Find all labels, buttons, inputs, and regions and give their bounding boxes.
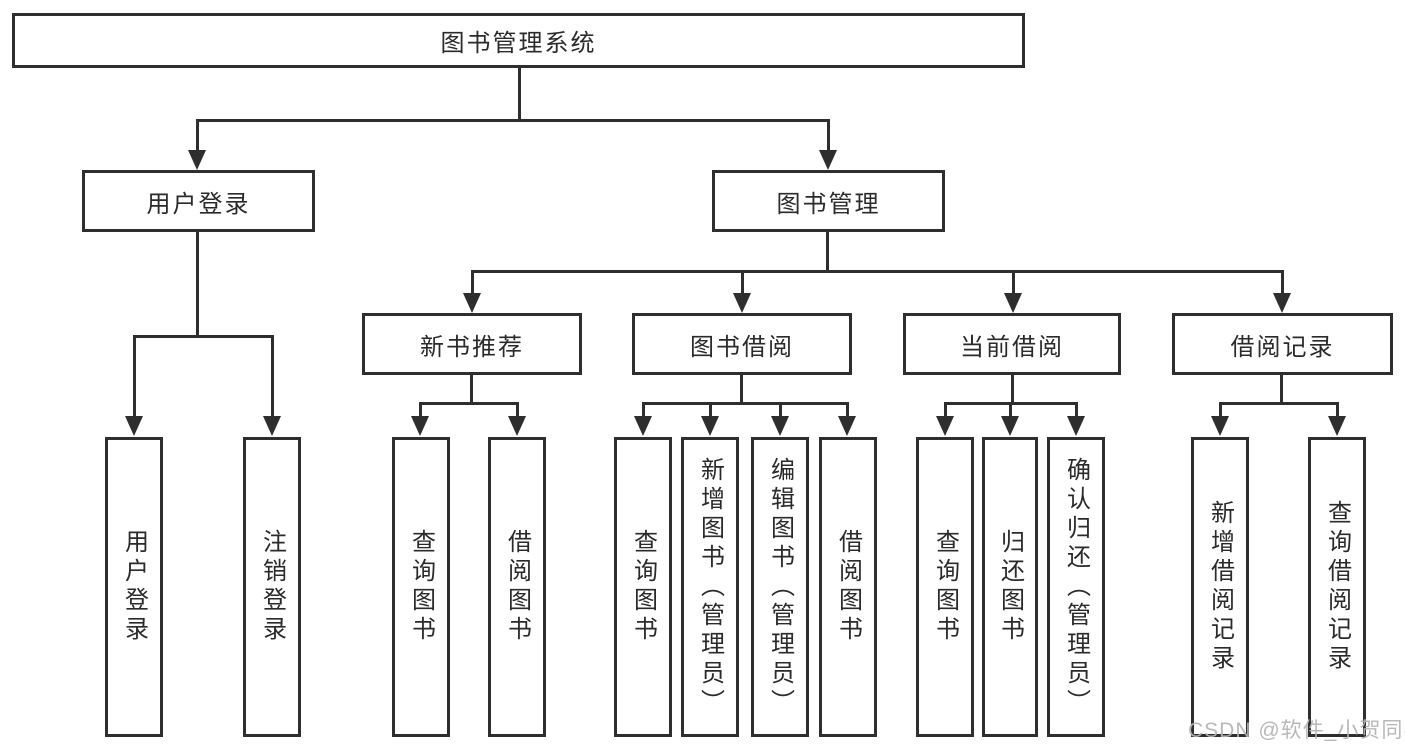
node-label: 图书借阅 bbox=[690, 333, 794, 361]
arrowhead-down-icon bbox=[733, 293, 751, 313]
leaf-label: 归还图书 bbox=[996, 529, 1024, 645]
connector-line bbox=[516, 402, 519, 417]
arrowhead-down-icon bbox=[463, 293, 481, 313]
leaf-label: 查询图书 bbox=[407, 529, 435, 645]
leaf-label: 编辑图书（管理员） bbox=[766, 456, 794, 718]
connector-line bbox=[1075, 402, 1078, 417]
connector-line bbox=[1219, 402, 1222, 417]
connector-line bbox=[779, 402, 782, 417]
leaf-return-books: 归还图书 bbox=[982, 437, 1038, 737]
arrowhead-down-icon bbox=[1273, 293, 1291, 313]
connector-line bbox=[1281, 270, 1284, 294]
node-library-system: 图书管理系统 bbox=[12, 13, 1025, 68]
leaf-query-borrow-record: 查询借阅记录 bbox=[1308, 437, 1366, 737]
arrowhead-down-icon bbox=[819, 150, 837, 170]
node-book-borrowing: 图书借阅 bbox=[632, 313, 852, 375]
connector-line bbox=[196, 119, 830, 122]
arrowhead-down-icon bbox=[125, 416, 143, 436]
connector-line bbox=[471, 270, 474, 294]
arrowhead-down-icon bbox=[188, 150, 206, 170]
connector-line bbox=[1219, 402, 1338, 405]
arrowhead-down-icon bbox=[411, 416, 429, 436]
leaf-label: 确认归还（管理员） bbox=[1062, 456, 1090, 718]
arrowhead-down-icon bbox=[1211, 416, 1229, 436]
connector-line bbox=[1012, 270, 1015, 294]
node-label: 新书推荐 bbox=[420, 333, 524, 361]
leaf-confirm-return-admin: 确认归还（管理员） bbox=[1047, 437, 1105, 737]
connector-line bbox=[196, 232, 199, 338]
leaf-label: 借阅图书 bbox=[834, 529, 862, 645]
arrowhead-down-icon bbox=[1328, 416, 1346, 436]
connector-line bbox=[196, 119, 199, 151]
connector-line bbox=[1280, 375, 1283, 405]
node-current-borrowing: 当前借阅 bbox=[903, 313, 1121, 375]
connector-line bbox=[826, 232, 829, 272]
connector-line bbox=[1011, 375, 1014, 405]
connector-line bbox=[419, 402, 422, 417]
connector-line bbox=[1009, 402, 1012, 417]
connector-line bbox=[133, 335, 274, 338]
arrowhead-down-icon bbox=[1001, 416, 1019, 436]
leaf-label: 查询图书 bbox=[629, 529, 657, 645]
node-label: 图书管理系统 bbox=[440, 30, 597, 57]
connector-line bbox=[709, 402, 712, 417]
leaf-logout-login: 注销登录 bbox=[243, 437, 301, 737]
arrowhead-down-icon bbox=[771, 416, 789, 436]
leaf-label: 新增图书（管理员） bbox=[696, 456, 724, 718]
arrowhead-down-icon bbox=[634, 416, 652, 436]
leaf-edit-books-admin: 编辑图书（管理员） bbox=[751, 437, 809, 737]
leaf-label: 借阅图书 bbox=[503, 529, 531, 645]
leaf-label: 查询图书 bbox=[931, 529, 959, 645]
node-label: 用户登录 bbox=[146, 190, 251, 218]
csdn-watermark: CSDN @软件_小贺同学 bbox=[1188, 719, 1405, 742]
connector-line bbox=[271, 335, 274, 417]
connector-line bbox=[740, 375, 743, 405]
leaf-borrow-books: 借阅图书 bbox=[819, 437, 877, 737]
leaf-query-books-borrow: 查询图书 bbox=[614, 437, 672, 737]
node-new-book-recommendation: 新书推荐 bbox=[362, 313, 582, 375]
connector-line bbox=[518, 68, 521, 121]
connector-line bbox=[642, 402, 645, 417]
connector-line bbox=[944, 402, 947, 417]
node-label: 当前借阅 bbox=[960, 333, 1064, 361]
node-label: 图书管理 bbox=[776, 190, 881, 218]
leaf-add-borrow-record: 新增借阅记录 bbox=[1191, 437, 1249, 737]
connector-line bbox=[846, 402, 849, 417]
connector-line bbox=[133, 335, 136, 417]
connector-line bbox=[642, 402, 849, 405]
node-book-management: 图书管理 bbox=[712, 170, 945, 232]
leaf-label: 用户登录 bbox=[120, 529, 148, 645]
arrowhead-down-icon bbox=[1004, 293, 1022, 313]
leaf-label: 新增借阅记录 bbox=[1206, 500, 1234, 674]
connector-line bbox=[470, 375, 473, 405]
leaf-query-books-recommend: 查询图书 bbox=[392, 437, 450, 737]
connector-line bbox=[419, 402, 519, 405]
connector-line bbox=[827, 119, 830, 151]
node-borrowing-records: 借阅记录 bbox=[1172, 313, 1393, 375]
leaf-label: 注销登录 bbox=[258, 529, 286, 645]
connector-line bbox=[741, 270, 744, 294]
arrowhead-down-icon bbox=[701, 416, 719, 436]
leaf-user-login: 用户登录 bbox=[105, 437, 163, 737]
connector-line bbox=[1336, 402, 1339, 417]
leaf-query-books-current: 查询图书 bbox=[916, 437, 974, 737]
arrowhead-down-icon bbox=[1067, 416, 1085, 436]
arrowhead-down-icon bbox=[263, 416, 281, 436]
leaf-add-books-admin: 新增图书（管理员） bbox=[681, 437, 739, 737]
arrowhead-down-icon bbox=[838, 416, 856, 436]
arrowhead-down-icon bbox=[936, 416, 954, 436]
node-label: 借阅记录 bbox=[1230, 333, 1335, 361]
leaf-borrow-books-recommend: 借阅图书 bbox=[488, 437, 546, 737]
leaf-label: 查询借阅记录 bbox=[1323, 500, 1351, 674]
node-user-login: 用户登录 bbox=[82, 170, 315, 232]
arrowhead-down-icon bbox=[508, 416, 526, 436]
connector-line bbox=[471, 270, 1283, 273]
